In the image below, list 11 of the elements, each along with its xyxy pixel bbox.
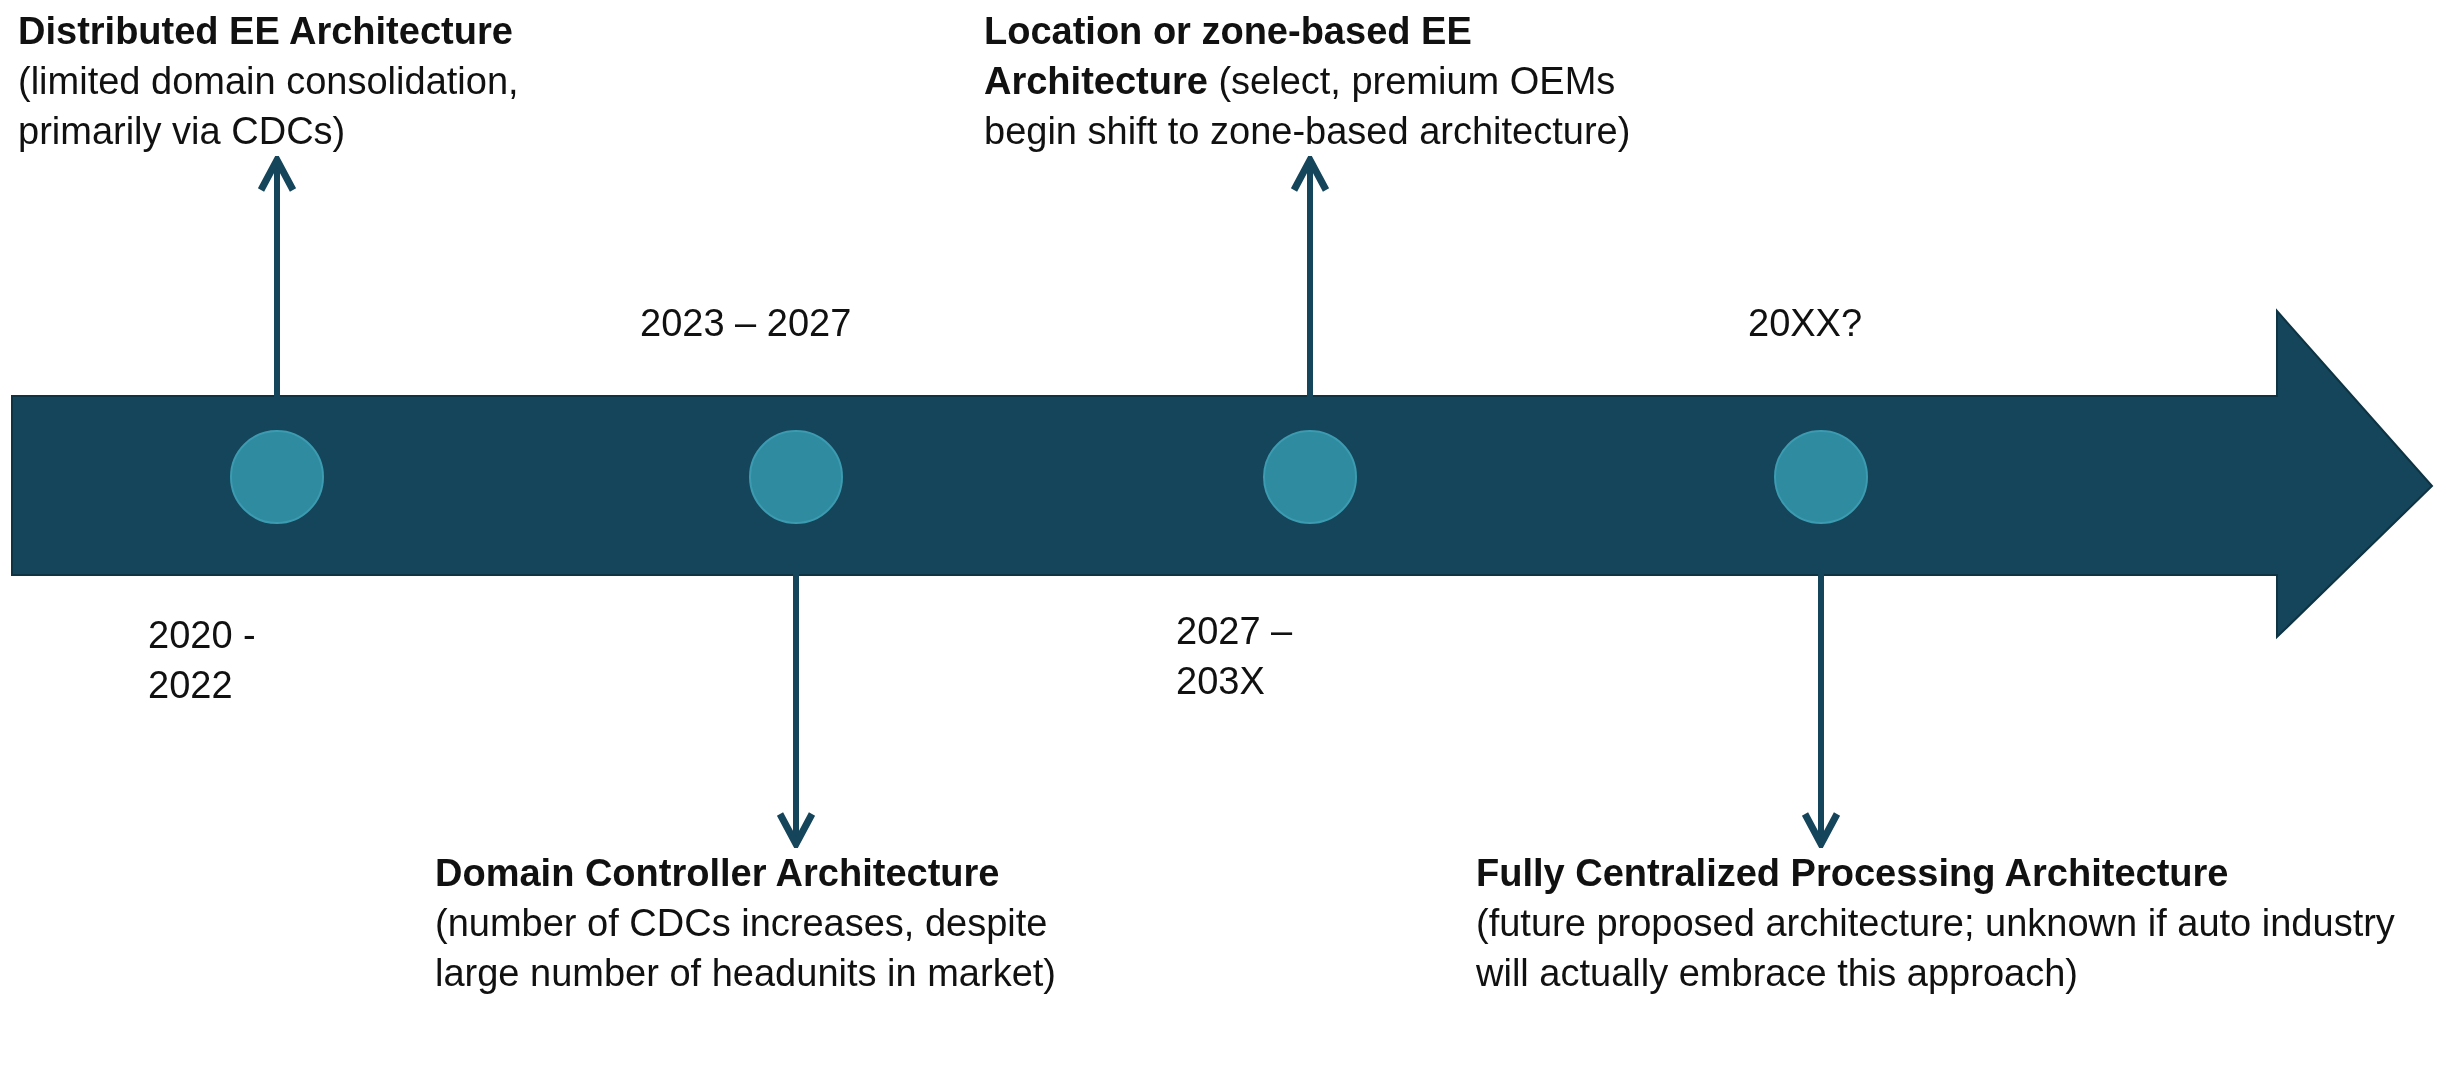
stage-description: (future proposed architecture; unknown if auto industry will actually embrace this approach) xyxy=(1476,901,2396,996)
stage-description: (limited domain consolidation, primarily via CDCs) xyxy=(18,59,520,154)
date-label: 20XX? xyxy=(1748,301,1864,346)
stage-title: Domain Controller Architecture xyxy=(435,851,1001,896)
date-label: 2020 - 2022 xyxy=(148,613,257,708)
stage-title: Distributed EE Architecture xyxy=(18,9,514,54)
stage-description: (number of CDCs increases, despite large number of headunits in market) xyxy=(435,901,1057,996)
stage-text: Location or zone-based EE Architecture (select, premium OEMs begin shift to zone-based architecture) xyxy=(984,9,1632,154)
stage-title: Fully Centralized Processing Architecture xyxy=(1476,851,2230,896)
date-label: 2027 – 203X xyxy=(1176,609,1294,704)
date-label: 2023 – 2027 xyxy=(640,301,853,346)
